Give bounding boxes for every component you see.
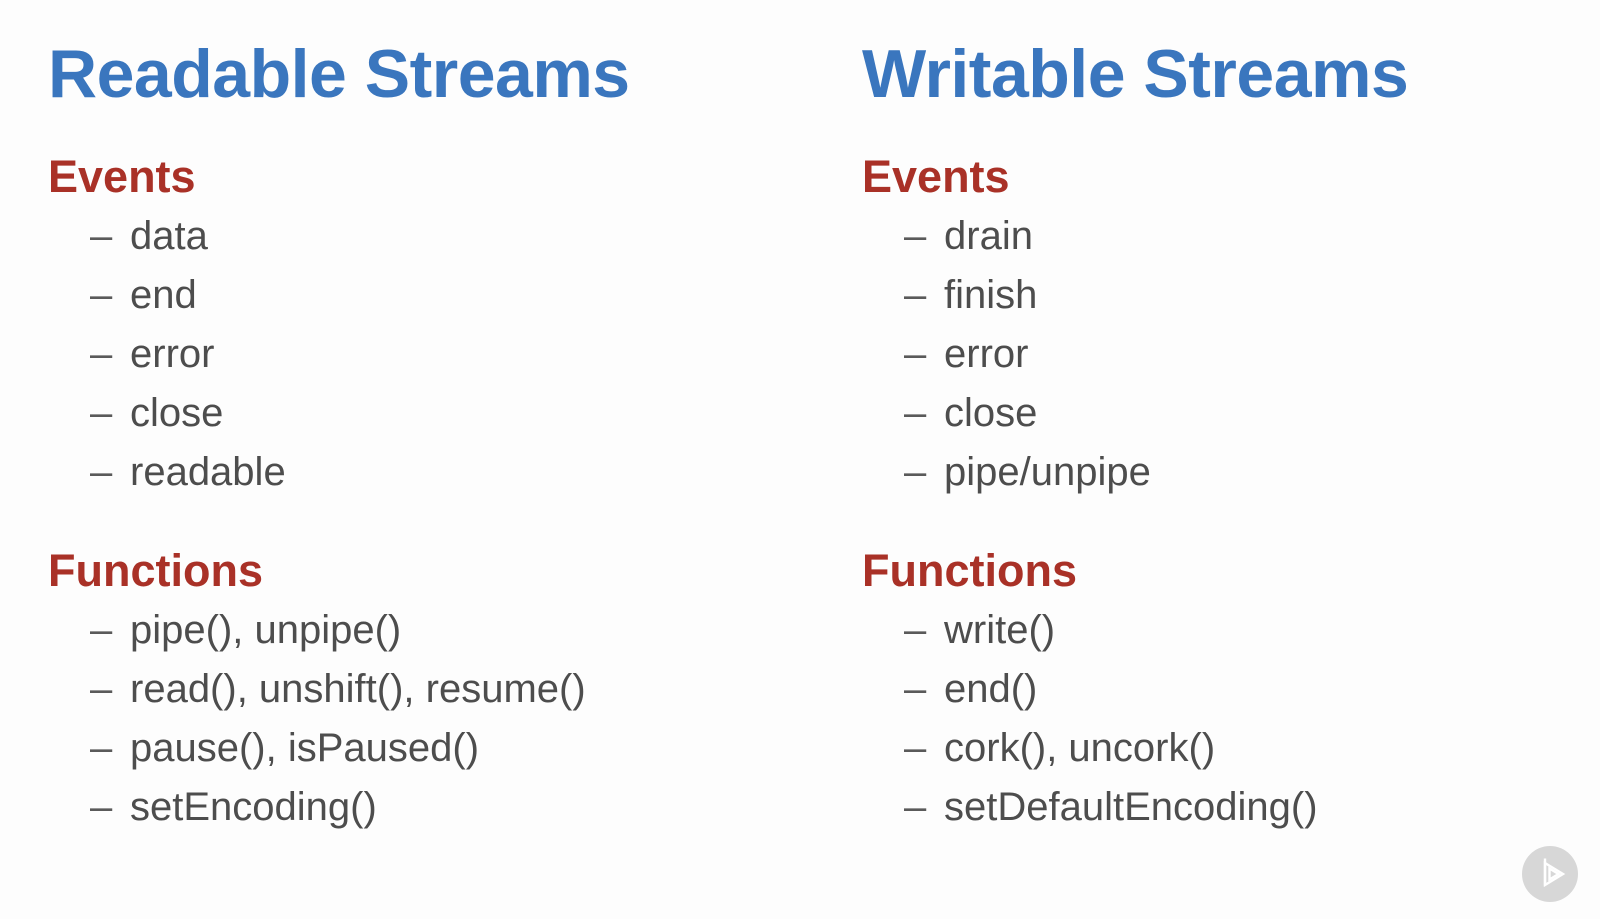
list-item-text: setDefaultEncoding() [944,785,1318,829]
list-item-text: error [944,332,1029,376]
dash-bullet: – [90,273,113,317]
list-item: –data [90,207,788,266]
dash-bullet: – [904,273,927,317]
list-item: –read(), unshift(), resume() [90,660,788,719]
dash-bullet: – [90,667,113,711]
list-item-text: pipe/unpipe [944,450,1151,494]
column-title: Writable Streams [862,36,1409,112]
list-item-text: finish [944,273,1038,317]
list-item: –cork(), uncork() [904,719,1600,778]
list-item: –finish [904,266,1600,325]
dash-bullet: – [90,608,113,652]
section-heading-events: Events [862,151,1010,202]
list-item-text: cork(), uncork() [944,726,1216,770]
list-item: –close [904,384,1600,443]
list-item-text: close [130,391,224,435]
dash-bullet: – [90,214,113,258]
list-item: –pause(), isPaused() [90,719,788,778]
section-list: –drain–finish–error–close–pipe/unpipe [862,207,1600,502]
dash-bullet: – [904,332,927,376]
list-item: –pipe(), unpipe() [90,601,788,660]
dash-bullet: – [90,726,113,770]
pluralsight-play-icon [1543,858,1566,888]
section-heading-functions: Functions [48,545,263,596]
list-item-text: end [130,273,197,317]
section-list: –data–end–error–close–readable [48,207,788,502]
dash-bullet: – [904,391,927,435]
section-list: –write()–end()–cork(), uncork()–setDefau… [862,601,1600,837]
list-item: –end [90,266,788,325]
list-item-text: error [130,332,215,376]
dash-bullet: – [90,332,113,376]
dash-bullet: – [90,785,113,829]
list-item-text: end() [944,667,1038,711]
list-item-text: close [944,391,1038,435]
list-item: –close [90,384,788,443]
list-item-text: readable [130,450,286,494]
video-play-button[interactable] [1522,846,1578,902]
section-list: –pipe(), unpipe()–read(), unshift(), res… [48,601,788,837]
list-item-text: data [130,214,208,258]
dash-bullet: – [90,391,113,435]
list-item-text: pause(), isPaused() [130,726,480,770]
list-item-text: read(), unshift(), resume() [130,667,586,711]
dash-bullet: – [904,608,927,652]
list-item-text: setEncoding() [130,785,377,829]
list-item: –setDefaultEncoding() [904,778,1600,837]
list-item-text: drain [944,214,1033,258]
list-item: –end() [904,660,1600,719]
section-heading-events: Events [48,151,196,202]
list-item-text: pipe(), unpipe() [130,608,402,652]
column-title: Readable Streams [48,36,630,112]
list-item-text: write() [944,608,1056,652]
list-item: –readable [90,443,788,502]
dash-bullet: – [904,214,927,258]
list-item: –error [90,325,788,384]
dash-bullet: – [904,785,927,829]
list-item: –error [904,325,1600,384]
dash-bullet: – [904,450,927,494]
list-item: –drain [904,207,1600,266]
dash-bullet: – [90,450,113,494]
list-item: –pipe/unpipe [904,443,1600,502]
section-heading-functions: Functions [862,545,1077,596]
list-item: –setEncoding() [90,778,788,837]
dash-bullet: – [904,667,927,711]
dash-bullet: – [904,726,927,770]
list-item: –write() [904,601,1600,660]
